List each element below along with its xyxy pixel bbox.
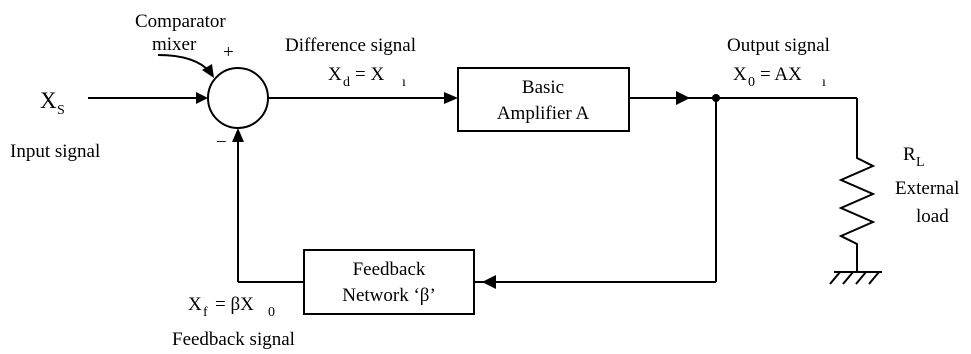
feedback-return-arrowhead: [482, 275, 496, 289]
output-rhs-subscript: ı: [822, 75, 826, 90]
input-symbol: X: [40, 88, 57, 113]
difference-lhs-symbol: X: [328, 64, 342, 85]
input-arrowhead: [196, 92, 208, 104]
input-subscript: S: [57, 103, 65, 118]
output-lhs-subscript: 0: [748, 75, 755, 90]
difference-equals-rhs: = X: [355, 64, 384, 85]
comparator-mixer-circle: [207, 67, 269, 129]
feedback-network-block: [303, 249, 475, 315]
feedback-lhs-subscript: f: [203, 305, 208, 320]
load-label-line1: External: [895, 178, 959, 199]
basic-amplifier-block: [457, 67, 630, 132]
feedback-network-line1: Feedback: [353, 259, 426, 280]
amplifier-label-line2: Amplifier A: [497, 103, 590, 124]
difference-lhs-subscript: d: [343, 75, 350, 90]
comparator-pointer-curve: [157, 54, 211, 73]
difference-arrowhead: [444, 92, 458, 104]
output-arrowhead: [676, 91, 690, 105]
comparator-minus-sign: −: [216, 132, 227, 153]
amplifier-label-line1: Basic: [522, 77, 564, 98]
feedback-network-line2: Network ‘β’: [342, 285, 436, 306]
feedback-lhs-symbol: X: [188, 294, 202, 315]
ground-hatch-4: [868, 271, 880, 285]
output-signal-label: Output signal: [727, 35, 830, 56]
comparator-plus-sign: +: [223, 42, 234, 63]
input-signal-label: Input signal: [10, 141, 100, 162]
comparator-label-line2: mixer: [152, 34, 197, 55]
ground-hatch-1: [829, 271, 841, 285]
load-label-line2: load: [916, 206, 949, 227]
output-lhs-symbol: X: [733, 64, 747, 85]
feedback-signal-label: Feedback signal: [172, 329, 295, 350]
feedback-equals-rhs: = βX: [215, 294, 254, 315]
output-equals-rhs: = AX: [760, 64, 802, 85]
difference-signal-label: Difference signal: [285, 35, 416, 56]
difference-rhs-subscript: ı: [402, 75, 406, 90]
load-resistor: [838, 98, 876, 272]
load-subscript: L: [916, 155, 925, 170]
ground-hatch-3: [855, 271, 867, 285]
feedback-rhs-subscript: 0: [268, 305, 275, 320]
comparator-label-line1: Comparator: [135, 11, 226, 32]
comparator-pointer-arrowhead: [202, 64, 214, 78]
ground-hatch-2: [842, 271, 854, 285]
feedback-input-arrowhead: [232, 128, 244, 142]
load-symbol: R: [903, 144, 916, 165]
